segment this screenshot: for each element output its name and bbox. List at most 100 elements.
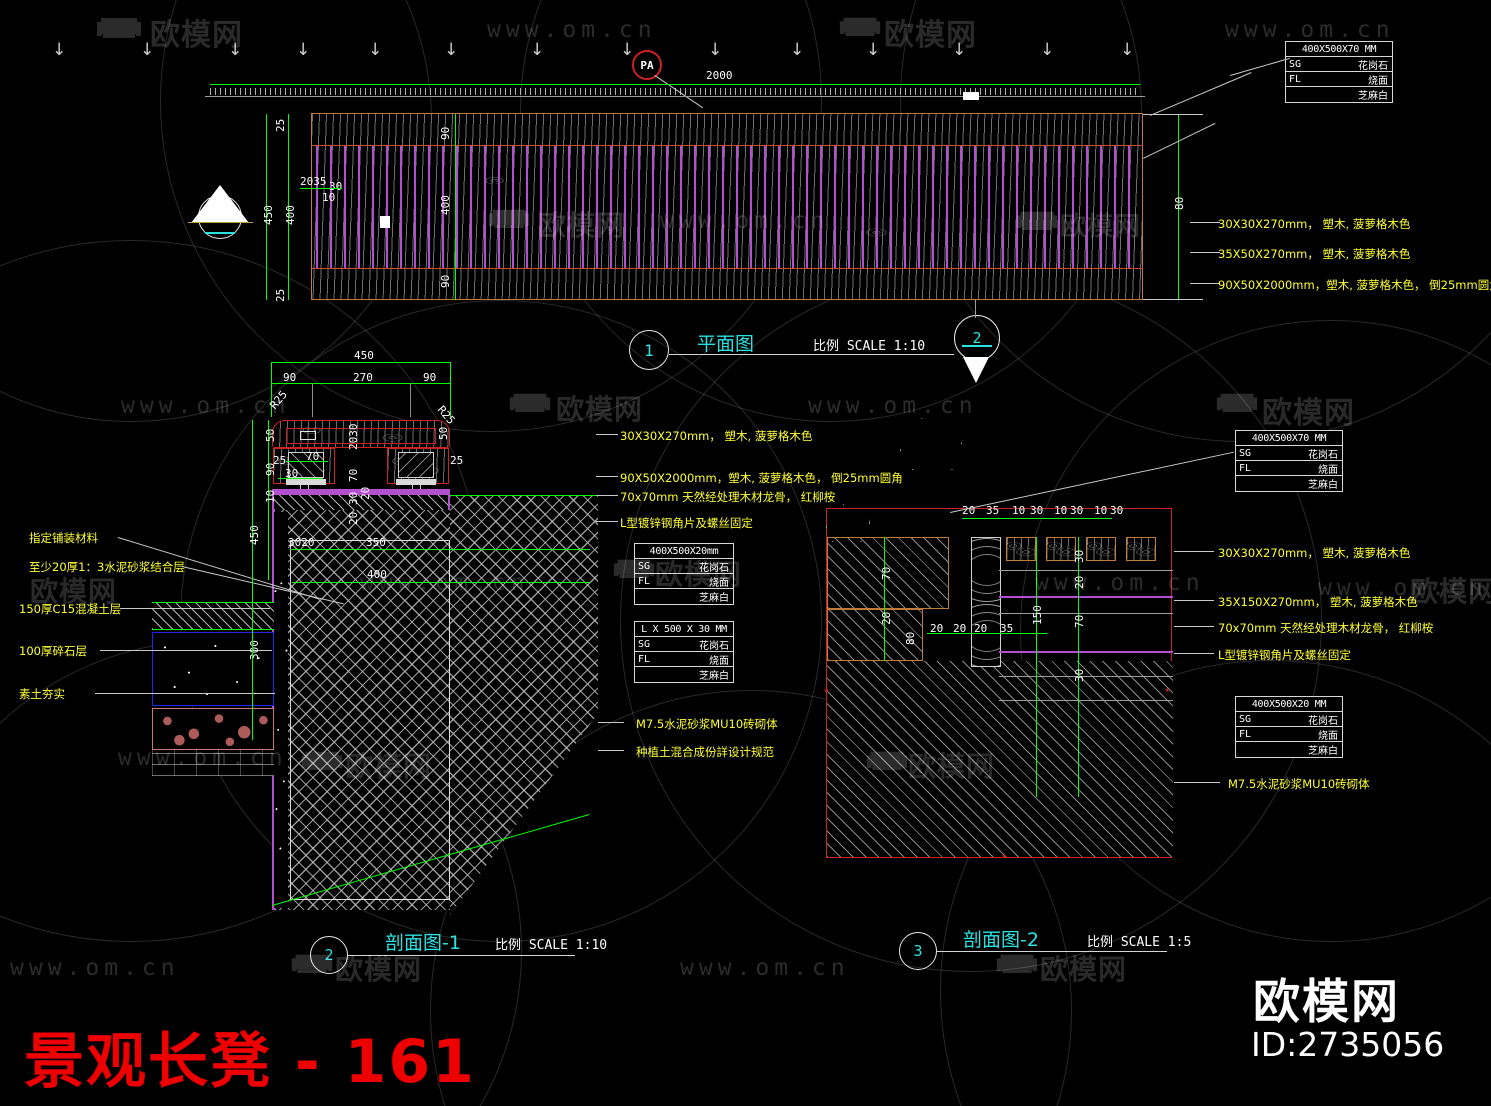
- table-cell-value: 花岗石: [699, 562, 729, 574]
- s2-dim-10b: 10: [1054, 504, 1068, 517]
- view-marker-2[interactable]: 2: [310, 936, 348, 974]
- s1-seat-board: [272, 420, 450, 448]
- sofa-logo-icon: [839, 17, 881, 36]
- brand-logo: 欧模网: [1253, 975, 1400, 1030]
- ground-arrow-icon: ↓: [790, 40, 805, 60]
- s2-dim-b20c: 20: [974, 622, 988, 635]
- ground-arrow-icon: ↓: [530, 40, 545, 60]
- watermark-url: www.om.cn: [680, 955, 850, 981]
- s1-joist-right: [398, 452, 434, 478]
- table-cell-key: [635, 589, 672, 604]
- s2-dim-topline: [962, 518, 1112, 519]
- s2-slat-1: [1006, 537, 1036, 561]
- view-rule-2: [348, 955, 575, 956]
- view-marker-2-label: 2: [324, 946, 334, 964]
- s2-leader-0: [1174, 551, 1214, 552]
- ground-arrow-icon: ↓: [620, 40, 635, 60]
- s2-table1-leader: [950, 451, 1234, 513]
- s1-callout-1: 90X50X2000mm，塑木, 菠萝格木色， 倒25mm圆角: [620, 471, 903, 485]
- table-cell-value: 芝麻白: [1308, 480, 1338, 491]
- table-header-label: L X 500 X 30 MM: [641, 623, 727, 635]
- s1-dim-350: 350: [366, 536, 386, 549]
- section-marker-2-label: 2: [972, 329, 982, 347]
- table-cell-key: SG: [1239, 713, 1252, 725]
- view-marker-3[interactable]: 3: [899, 932, 937, 970]
- s1-dim-2030: 2030: [347, 423, 360, 451]
- plan-hole-mark-2: [380, 216, 390, 228]
- ground-arrow-icon: ↓: [228, 40, 243, 60]
- section-marker-2-plan[interactable]: 2: [954, 315, 1000, 361]
- s1-callout-4: M7.5水泥砂浆MU10砖砌体: [636, 717, 778, 731]
- dim-10-plan: 10: [322, 191, 336, 204]
- s1-vdim-ext-a: [252, 420, 253, 580]
- s2-callout-1: 35X150X270mm， 塑木, 菠萝格木色: [1218, 595, 1418, 609]
- s2-masonry-left-lower: [827, 609, 923, 661]
- table-cell-key: SG: [1289, 58, 1302, 70]
- ground-arrow-icon: ↓: [140, 40, 155, 60]
- table-cell-value: 芝麻白: [699, 671, 729, 682]
- watermark-url: www.om.cn: [121, 393, 291, 419]
- s2-ref-line-1: [999, 613, 1173, 614]
- s1-left-label-1: 至少20厚1：3水泥砂浆结合层: [29, 560, 185, 574]
- s2-callout-4: M7.5水泥砂浆MU10砖砌体: [1228, 777, 1370, 791]
- s2-vdim-left2: [884, 609, 885, 661]
- s2-dim-20r: 20: [1073, 575, 1086, 589]
- s1-leader-0: [596, 434, 618, 435]
- s1-callout-0: 30X30X270mm， 塑木, 菠萝格木色: [620, 429, 813, 443]
- table-cell-value: 烧面: [709, 577, 729, 589]
- table-cell-value: 花岗石: [1358, 60, 1388, 72]
- s1-dim-90-r: 90: [423, 371, 437, 384]
- s2-dim-b35: 35: [1000, 622, 1014, 635]
- view-marker-1-label: 1: [644, 340, 654, 360]
- ground-arrow-icon: ↓: [866, 40, 881, 60]
- plan-right-ext-b: [1143, 299, 1203, 300]
- s2-dim-70-left: 70: [880, 566, 893, 580]
- s1-dim-3020: 3020: [288, 536, 315, 549]
- view-marker-1[interactable]: 1: [629, 330, 669, 370]
- s2-callout-0: 30X30X270mm， 塑木, 菠萝格木色: [1218, 546, 1411, 560]
- s2-dim-150: 150: [1031, 605, 1044, 625]
- s1-dimline-70: [286, 461, 328, 462]
- s2-slat-4: [1126, 537, 1156, 561]
- sofa-logo-icon: [509, 393, 551, 412]
- plan-leader-1: [1190, 222, 1220, 223]
- table-row: SG 花岗石: [1236, 712, 1342, 727]
- s1-vdim-ext-b: [268, 420, 269, 580]
- table-header-label: 400X500X70 MM: [1251, 432, 1327, 444]
- s2-break-symbol-left: ⋆: [822, 683, 831, 699]
- s1-leader-5: [598, 750, 624, 751]
- watermark-brand: 欧模网: [1410, 575, 1491, 608]
- table-row: 芝麻白: [1286, 87, 1392, 102]
- s1-ext-left: [271, 362, 272, 417]
- plan-leader-up-1: [1143, 122, 1216, 159]
- table-cell-value: 烧面: [1368, 75, 1388, 87]
- s1-angle-plate-left: [286, 479, 326, 485]
- s2-dim-30b: 30: [1070, 504, 1084, 517]
- view-scale-3: 比例 SCALE 1:5: [1087, 935, 1192, 950]
- table-row: 芝麻白: [635, 589, 733, 604]
- plan-inner-dim-ext: [455, 114, 456, 300]
- s1-dim-450: 450: [248, 525, 261, 545]
- table-row: SG 花岗石: [635, 637, 733, 652]
- table-row: FL 烧面: [1236, 727, 1342, 742]
- table-row: FL 烧面: [635, 652, 733, 667]
- s1-seat-notch: [300, 431, 316, 440]
- table-row: 芝麻白: [635, 667, 733, 682]
- s2-dim-20: 20: [962, 504, 976, 517]
- table-row: FL 烧面: [1236, 461, 1342, 476]
- watermark-brand: 欧模网: [556, 393, 644, 426]
- s1-stone-cap: [272, 489, 450, 495]
- table-cell-key: FL: [638, 575, 651, 587]
- plan-leader-2: [1190, 252, 1220, 253]
- s2-dim-35: 35: [986, 504, 1000, 517]
- s1-dimline-400: [292, 582, 590, 583]
- s1-dim-70: 70: [306, 450, 320, 463]
- s2-callout-2: 70x70mm 天然经处理木材龙骨， 红柳桉: [1218, 621, 1434, 635]
- s1-dim-30: 30: [285, 467, 299, 480]
- table-cell-value: 烧面: [709, 655, 729, 667]
- plan-material-table: 400X500X70 MM SG 花岗石 FL 烧面 芝麻白: [1285, 41, 1393, 103]
- view-scale-2: 比例 SCALE 1:10: [495, 938, 608, 953]
- table-header: 400X500X20mm: [635, 544, 733, 559]
- dim-2000: 2000: [706, 69, 733, 82]
- view-marker-3-label: 3: [913, 942, 923, 960]
